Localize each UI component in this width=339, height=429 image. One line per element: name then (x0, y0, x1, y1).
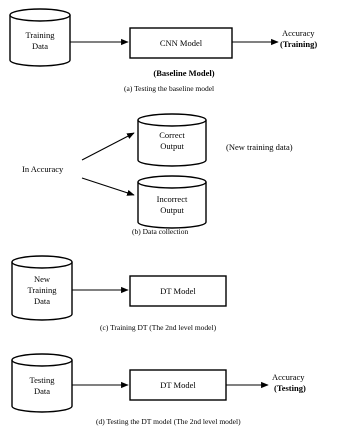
correct-output-cylinder: Correct Output (137, 113, 207, 167)
panel-a: Training Data CNN Model (Baseline Model)… (9, 8, 317, 93)
accuracy-testing-line2: (Testing) (274, 383, 306, 393)
accuracy-training-line2: (Training) (280, 39, 317, 49)
new-training-data-line2: Training (28, 285, 58, 295)
caption-a: (a) Testing the baseline model (124, 84, 214, 93)
new-training-data-cylinder: New Training Data (11, 255, 73, 321)
new-training-data-line1: New (34, 274, 51, 284)
panel-b: In Accuracy Correct Output Incorrect Out… (22, 113, 293, 236)
dt-model-label-c: DT Model (160, 286, 196, 296)
baseline-model-caption: (Baseline Model) (153, 68, 214, 78)
panel-c: New Training Data DT Model (c) Training … (11, 255, 227, 332)
dt-model-label-d: DT Model (160, 380, 196, 390)
incorrect-output-line1: Incorrect (157, 194, 188, 204)
testing-data-line2: Data (34, 386, 50, 396)
testing-data-line1: Testing (30, 375, 56, 385)
panel-d: Testing Data DT Model Accuracy (Testing)… (11, 353, 306, 426)
accuracy-training-line1: Accuracy (282, 28, 315, 38)
arrow-to-incorrect (81, 177, 135, 196)
incorrect-output-line2: Output (160, 205, 184, 215)
new-training-data-line3: Data (34, 296, 50, 306)
incorrect-output-cylinder: Incorrect Output (137, 175, 207, 229)
accuracy-testing-line1: Accuracy (272, 372, 305, 382)
cnn-model-label: CNN Model (160, 38, 203, 48)
dt-model-box-d: DT Model (129, 369, 227, 401)
training-data-label-line2: Data (32, 41, 48, 51)
correct-output-line1: Correct (159, 130, 185, 140)
new-training-data-note: (New training data) (226, 142, 293, 152)
training-data-cylinder: Training Data (9, 8, 71, 67)
training-data-label-line1: Training (26, 30, 56, 40)
dt-model-box-c: DT Model (129, 275, 227, 307)
testing-data-cylinder: Testing Data (11, 353, 73, 413)
arrow-to-correct (81, 132, 135, 161)
in-accuracy-label: In Accuracy (22, 164, 64, 174)
correct-output-line2: Output (160, 141, 184, 151)
caption-d: (d) Testing the DT model (The 2nd level … (96, 417, 241, 426)
caption-c: (c) Training DT (The 2nd level model) (100, 323, 217, 332)
cnn-model-box: CNN Model (129, 27, 233, 59)
caption-b: (b) Data collection (132, 227, 188, 236)
